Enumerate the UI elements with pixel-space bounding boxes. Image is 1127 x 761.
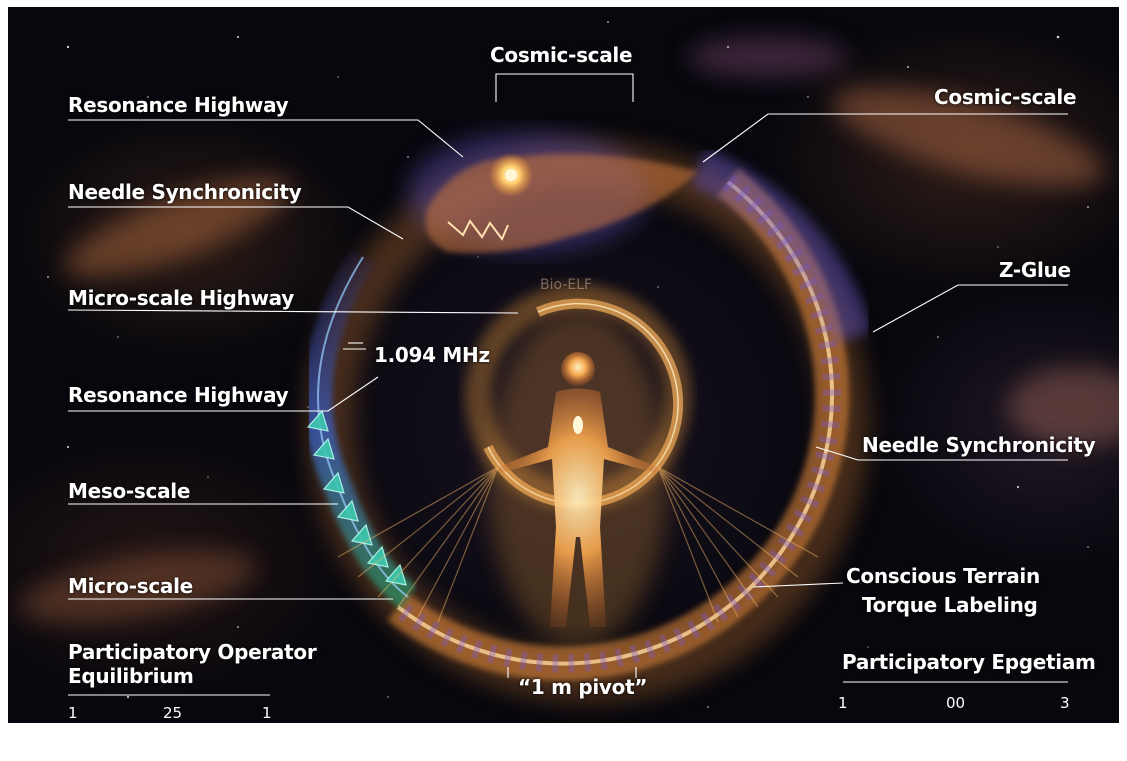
left-scale-title-line2: Equilibrium [68, 664, 194, 688]
label-micro-scale-highway: Micro-scale Highway [68, 286, 294, 310]
label-z-glue: Z-Glue [999, 258, 1071, 282]
right-scale-tick-2: 00 [946, 694, 965, 712]
label-frequency: 1.094 MHz [374, 343, 490, 367]
label-bio-elf: Bio-ELF [540, 277, 592, 293]
label-micro-scale: Micro-scale [68, 574, 193, 598]
label-resonance-highway-2: Resonance Highway [68, 383, 288, 407]
right-scale-tick-3: 3 [1060, 694, 1070, 712]
label-torque-labeling: Torque Labeling [862, 593, 1038, 617]
label-needle-synchronicity-left: Needle Synchronicity [68, 180, 301, 204]
right-scale-title: Participatory Epgetiam [842, 650, 1096, 674]
left-scale-tick-1: 1 [68, 704, 78, 722]
right-scale-tick-1: 1 [838, 694, 848, 712]
label-pivot: “1 m pivot” [518, 675, 647, 699]
label-needle-synchronicity-right: Needle Synchronicity [862, 433, 1095, 457]
human-figure [488, 307, 668, 647]
label-meso-scale: Meso-scale [68, 479, 190, 503]
label-cosmic-scale-right: Cosmic-scale [934, 85, 1076, 109]
left-scale-title-line1: Participatory Operator [68, 640, 316, 664]
figure-caption: Figure A6.1 — Ouroboros Goldilocks Overl… [0, 727, 1127, 745]
label-cosmic-scale-top: Cosmic-scale [490, 43, 632, 67]
left-scale-tick-3: 1 [262, 704, 272, 722]
left-scale-tick-2: 25 [163, 704, 182, 722]
label-conscious-terrain: Conscious Terrain [846, 564, 1040, 588]
label-resonance-highway-1: Resonance Highway [68, 93, 288, 117]
